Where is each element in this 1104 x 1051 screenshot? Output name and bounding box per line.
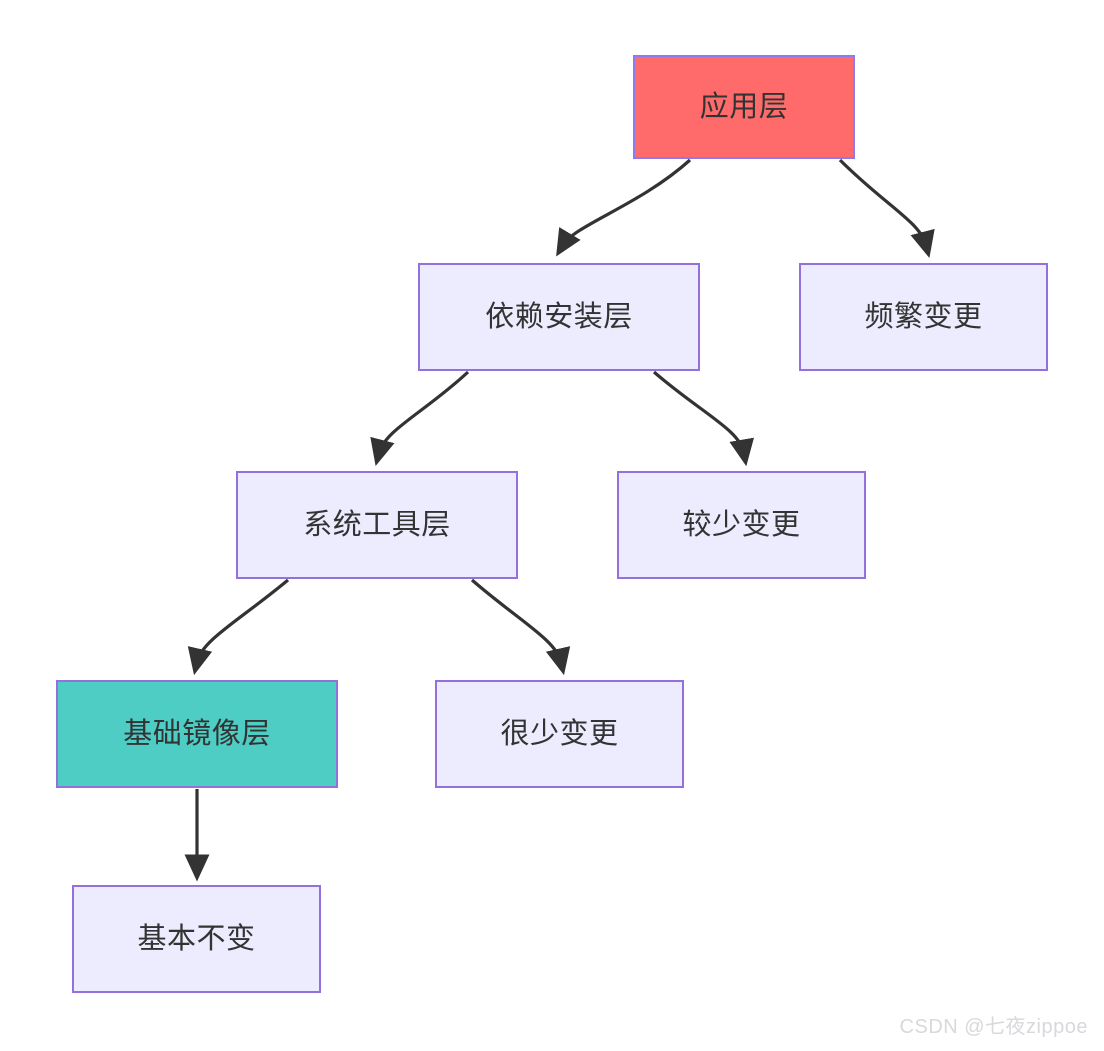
node-frequent-change[interactable]: 频繁变更 <box>799 263 1048 371</box>
node-basically-unchanged[interactable]: 基本不变 <box>72 885 321 993</box>
node-label: 系统工具层 <box>303 508 451 541</box>
node-less-change[interactable]: 较少变更 <box>617 471 866 579</box>
node-dependency-install-layer[interactable]: 依赖安装层 <box>418 263 700 371</box>
edge-deps-to-tools <box>370 370 470 466</box>
edge-tools-to-rare <box>470 578 571 676</box>
edge-deps-to-less <box>652 370 754 467</box>
node-label: 频繁变更 <box>864 300 983 333</box>
node-label: 很少变更 <box>500 717 619 750</box>
watermark-text: CSDN @七夜zippoe <box>899 1016 1088 1038</box>
node-label: 较少变更 <box>682 508 801 541</box>
node-base-image-layer[interactable]: 基础镜像层 <box>56 680 338 788</box>
node-application-layer[interactable]: 应用层 <box>633 55 855 159</box>
node-label: 应用层 <box>699 90 789 123</box>
node-rare-change[interactable]: 很少变更 <box>435 680 684 788</box>
edge-app-to-deps <box>556 158 692 257</box>
node-label: 基础镜像层 <box>123 717 271 750</box>
node-label: 基本不变 <box>137 922 256 955</box>
edge-tools-to-base <box>187 578 290 676</box>
node-system-tools-layer[interactable]: 系统工具层 <box>236 471 518 579</box>
edge-app-to-freq <box>838 158 935 259</box>
node-label: 依赖安装层 <box>485 300 633 333</box>
